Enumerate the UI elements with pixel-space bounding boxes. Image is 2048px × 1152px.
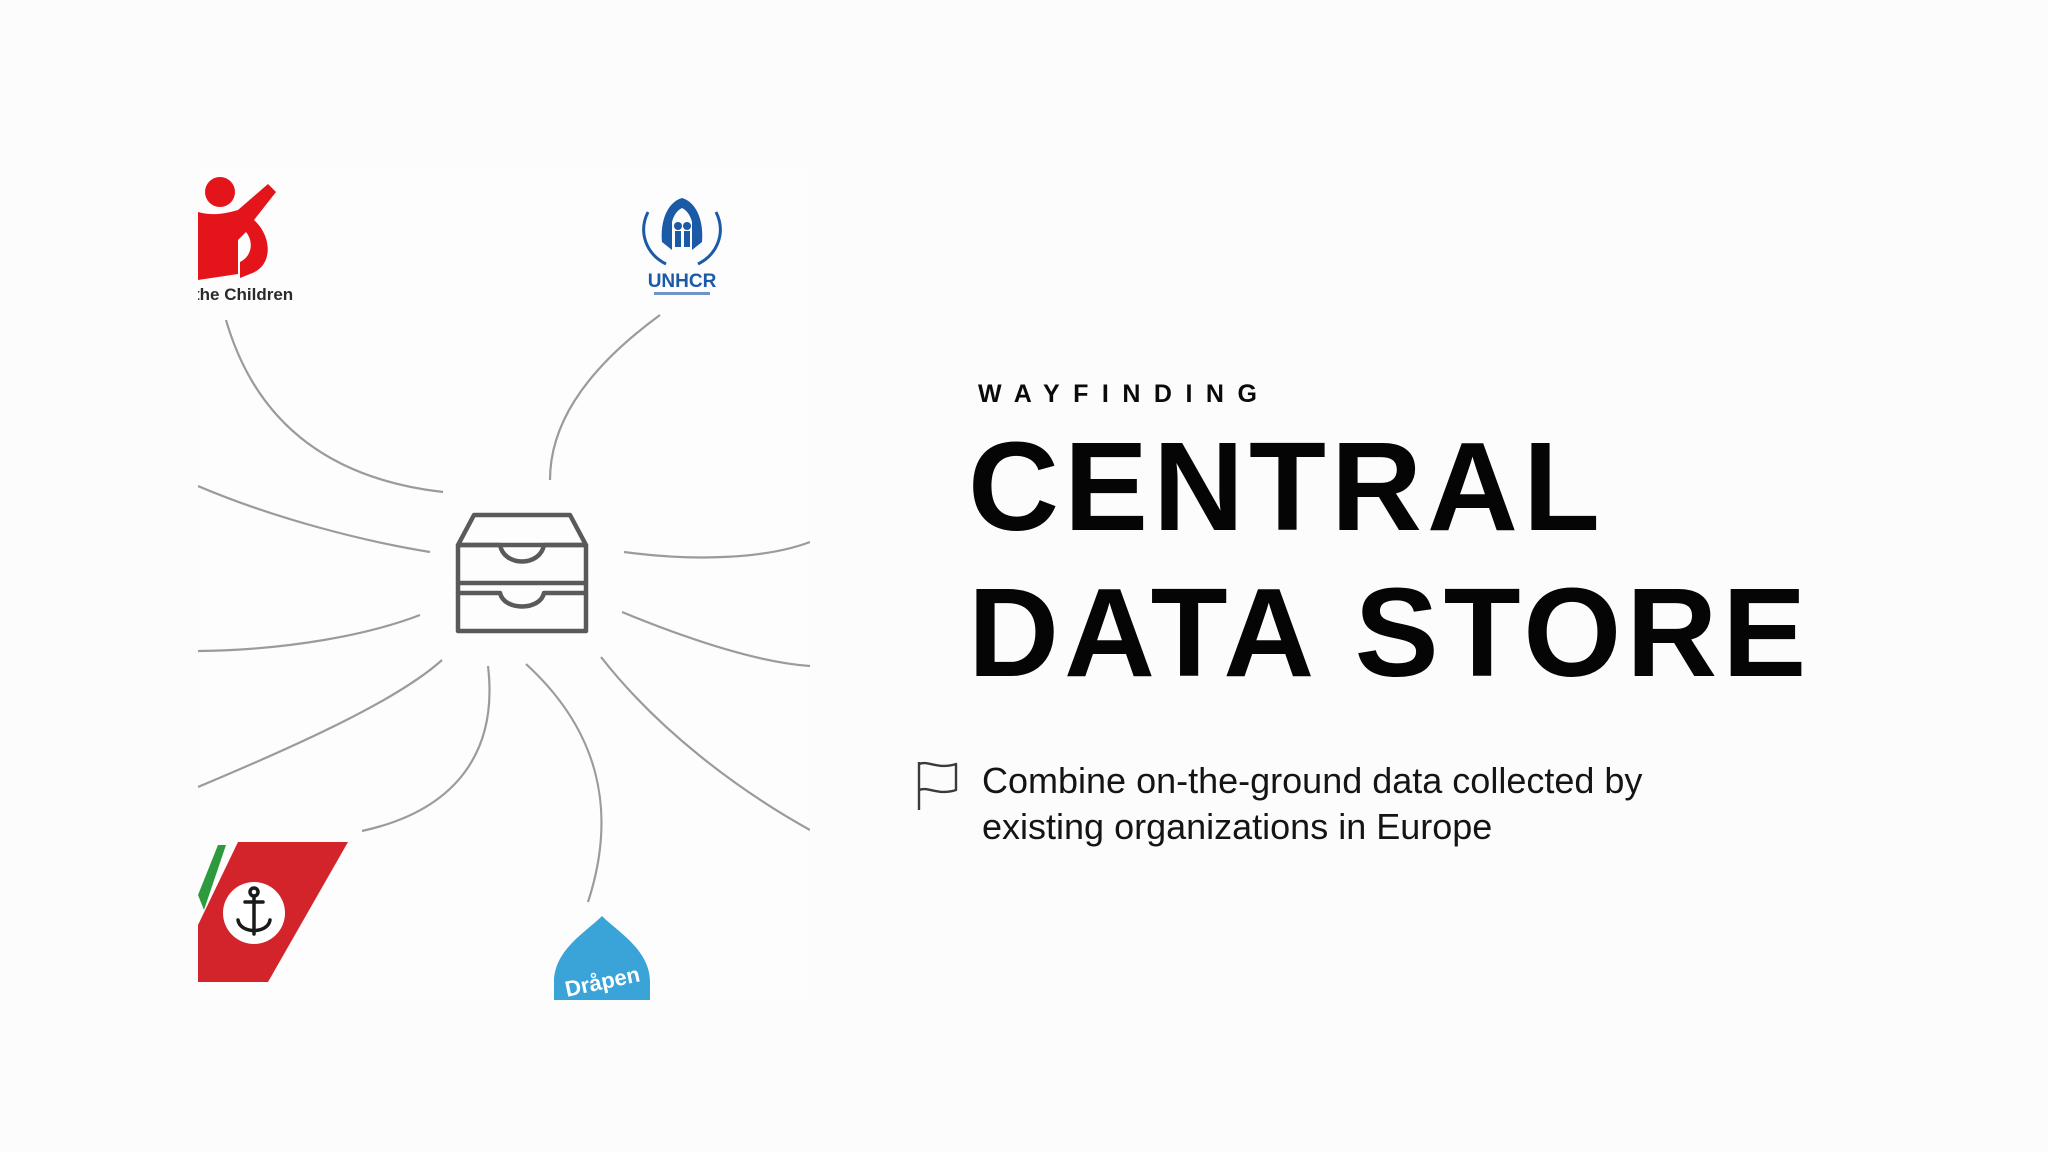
- anchor-icon: [236, 886, 272, 936]
- network-diagram: the Children UNHCR: [198, 170, 810, 1000]
- connector-line: [361, 665, 491, 833]
- stacked-inbox-trays-icon: [455, 512, 589, 634]
- connector-line: [198, 613, 421, 653]
- connector-line: [623, 540, 810, 559]
- unhcr-tagline-mark: [654, 292, 710, 295]
- slide-title-line-2: DATA STORE: [968, 562, 1812, 703]
- unhcr-label: UNHCR: [648, 271, 717, 292]
- slide-title: CENTRAL DATA STORE: [968, 414, 1811, 706]
- section-eyebrow: WAYFINDING: [978, 380, 1271, 408]
- coast-guard-logo: [198, 842, 348, 982]
- save-the-children-label: the Children: [198, 285, 293, 304]
- water-drop-icon: [554, 916, 650, 1000]
- drapen-logo: Dråpen: [554, 916, 650, 1000]
- network-diagram-graphic: the Children UNHCR: [198, 177, 810, 1000]
- child-figure-icon: [198, 177, 276, 280]
- connector-line: [224, 319, 444, 494]
- flag-icon: [917, 761, 958, 810]
- bullet-point: Combine on-the-ground data collected by …: [916, 758, 1742, 850]
- laurel-wreath-icon: [642, 211, 722, 266]
- connector-line: [621, 610, 810, 668]
- save-the-children-logo: the Children: [198, 177, 293, 304]
- slide-title-line-1: CENTRAL: [968, 416, 1605, 557]
- connector-line: [198, 659, 443, 789]
- sheltering-hands-icon: [661, 198, 703, 250]
- connector-line: [198, 484, 431, 554]
- connector-lines: [198, 314, 810, 903]
- green-stripe: [198, 845, 226, 910]
- connector-line: [525, 663, 603, 903]
- connector-line: [600, 656, 810, 831]
- bullet-text: Combine on-the-ground data collected by …: [982, 760, 1643, 847]
- unhcr-logo: UNHCR: [642, 198, 722, 295]
- connector-line: [548, 314, 661, 481]
